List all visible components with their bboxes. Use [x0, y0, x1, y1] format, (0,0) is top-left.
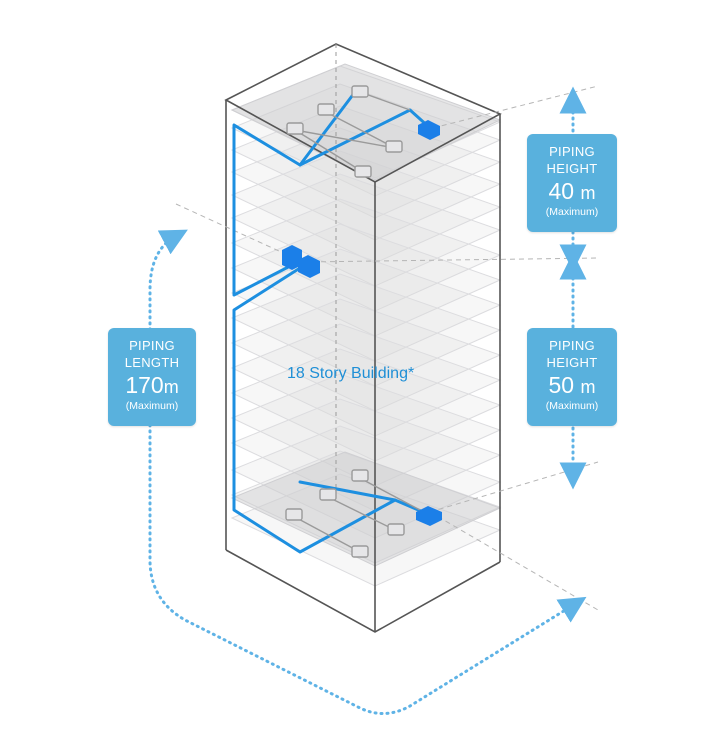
piping-height-bottom-callout: PIPING HEIGHT 50 m (Maximum)	[527, 328, 617, 426]
callout-note: (Maximum)	[545, 206, 599, 218]
length-arrow	[148, 229, 587, 715]
callout-note: (Maximum)	[545, 400, 599, 412]
callout-line1: PIPING	[549, 338, 595, 353]
callout-value: 170	[125, 372, 164, 398]
callout-unit: m	[580, 183, 596, 203]
callout-line1: PIPING	[129, 338, 175, 353]
callout-unit: m	[580, 377, 596, 397]
callout-value: 50	[548, 372, 575, 398]
outdoor-unit-icon	[418, 120, 440, 140]
callout-line2: LENGTH	[124, 355, 180, 370]
indoor-unit-icon	[286, 122, 304, 135]
callout-unit: m	[163, 377, 179, 397]
indoor-unit-icon	[285, 508, 303, 521]
indoor-unit-icon	[385, 140, 403, 153]
callout-note: (Maximum)	[125, 400, 179, 412]
indoor-unit-icon	[351, 469, 369, 482]
building-label: 18 Story Building*	[287, 365, 415, 382]
indoor-unit-icon	[351, 85, 369, 98]
callout-value: 40	[548, 178, 575, 204]
indoor-unit-icon	[317, 103, 335, 116]
indoor-unit-icon	[354, 165, 372, 178]
piping-length-callout: PIPING LENGTH 170m (Maximum)	[108, 328, 196, 426]
outdoor-unit-top	[418, 120, 440, 140]
callout-line2: HEIGHT	[546, 161, 598, 176]
indoor-unit-icon	[319, 488, 337, 501]
indoor-unit-icon	[387, 523, 405, 536]
callout-line1: PIPING	[549, 144, 595, 159]
indoor-units-top	[286, 85, 411, 178]
piping-height-top-callout: PIPING HEIGHT 40 m (Maximum)	[527, 134, 617, 232]
indoor-unit-icon	[351, 545, 369, 558]
callout-line2: HEIGHT	[546, 355, 598, 370]
